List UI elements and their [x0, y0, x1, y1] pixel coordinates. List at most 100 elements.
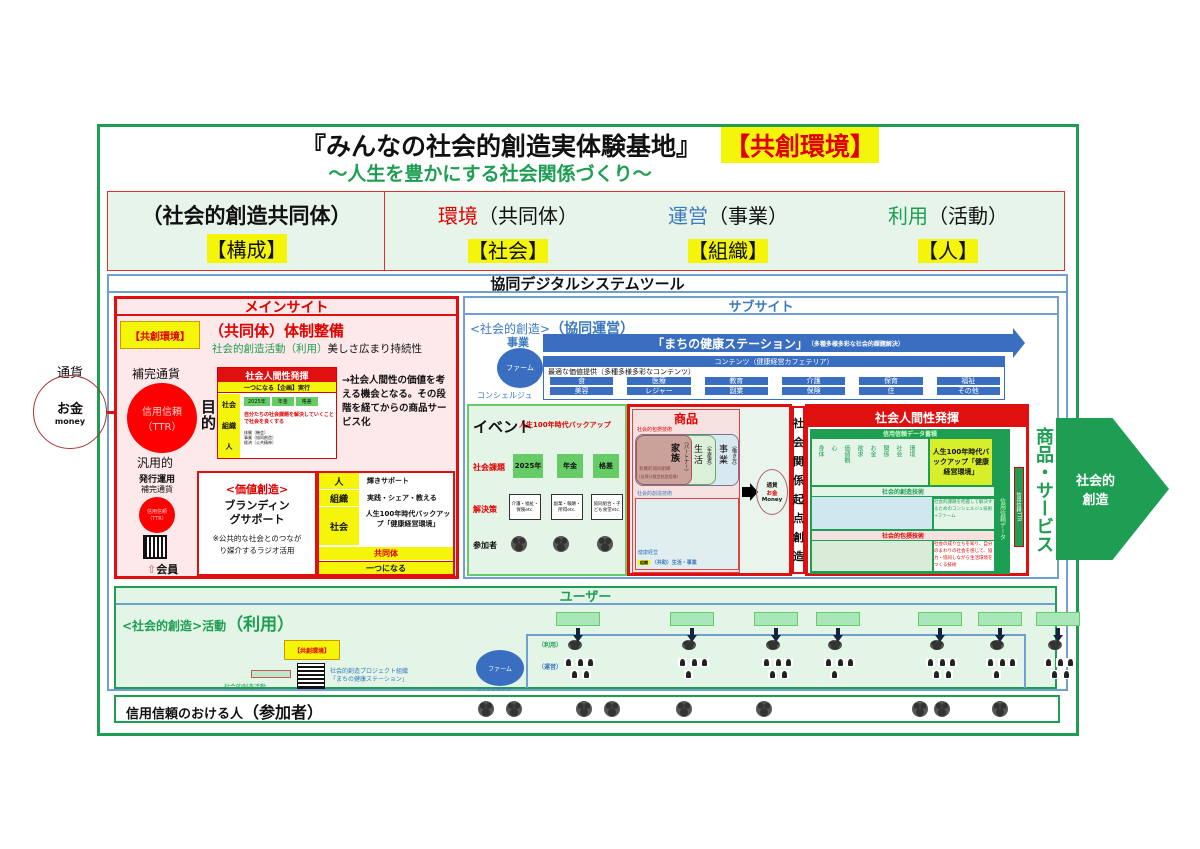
person-icon [846, 658, 855, 667]
issue-label: 発行運用 [139, 475, 176, 485]
life-label: 生活 [694, 445, 704, 466]
header-left: （社会的創造共同体） 【構成】 [108, 192, 385, 270]
value-row-key: 人 [319, 473, 359, 489]
person-icon [784, 658, 793, 667]
row-person: 人 [225, 442, 233, 451]
header-col-environment: 環境（共同体）【社会】 [408, 200, 608, 264]
family-inner: 有機的協同組織 (自律分散型創造組織) 家族 （パートナー） [636, 435, 692, 485]
concierge-label: コンシェルジュ [476, 687, 511, 693]
crowd-icon [478, 701, 494, 717]
person-icon [582, 670, 591, 679]
person-icon [926, 658, 935, 667]
issue-chip: 2025年 [513, 454, 543, 478]
contents-box: コンテンツ（健康経営カフェテリア） 最適な価値提供（多種多様多彩なコンテンツ） … [543, 356, 1005, 400]
content-chip: 住 [859, 387, 923, 395]
row-society: 社会 [222, 400, 236, 409]
header-left-sub: 【構成】 [206, 234, 287, 263]
col-word: 利用 [888, 204, 928, 228]
header-left-title: （社会的創造共同体） [141, 204, 352, 228]
mini-event-card [1036, 612, 1080, 626]
title-tag: 【共創環境】 [721, 127, 880, 163]
ttr-text2: （TTR） [147, 516, 167, 522]
col-word: 環境 [438, 204, 478, 228]
header-col-usage: 利用（活動）【人】 [848, 200, 1048, 264]
heading-a: <社会的創造>活動 [122, 619, 227, 633]
value-row-key: 組織 [319, 490, 359, 506]
solution-card: 協同組合・子ども食堂etc. [591, 494, 623, 520]
main-site-sub: 社会的創造活動（利用）美しさ広まり持続性 [212, 341, 422, 356]
crowd-icon [930, 640, 944, 650]
system-tool-label: 協同デジタルシステムツール [109, 275, 1066, 293]
value-brand: ブランディングサポート [224, 499, 290, 526]
content-chip: 福祉 [936, 377, 1000, 385]
col-paren: （活動） [928, 204, 1008, 228]
biz-label: 事業 [719, 445, 729, 466]
sub-green: 社会的創造活動（利用） [212, 343, 328, 355]
mini-event-card [816, 612, 860, 626]
family-label: 家族 [671, 444, 681, 464]
table-rows: 社会 組織 人 [218, 394, 240, 458]
person-icon [992, 670, 1001, 679]
participants-label: 参加者 [473, 541, 497, 550]
small-line: 経済（公共精神） [244, 440, 276, 445]
heading-b: （協同運営） [550, 321, 635, 337]
value-note: ※公共的な社会とのつながり媒介するラジオ活用 [212, 534, 302, 555]
contents-title: コンテンツ（健康経営カフェテリア） [544, 357, 1004, 367]
person-icon [684, 670, 693, 679]
right-outline-arrow-icon [251, 670, 291, 678]
crowd-icon [553, 536, 569, 552]
event-sub: 人生100年時代バックアップ [519, 421, 611, 429]
page-title: 『みんなの社会的創造実体験基地』 【共創環境】 [230, 127, 950, 163]
station-arrow: 「まちの健康ステーション」（多種多様多彩な社会的課題解決） [543, 334, 1013, 352]
qr-code-icon[interactable] [143, 535, 167, 559]
project-label: 社会的創造プロジェクト組織「まちの健康ステーション」 [330, 668, 408, 684]
header-row: （社会的創造共同体） 【構成】 環境（共同体）【社会】 運営（事業）【組織】 利… [107, 191, 1065, 271]
value-row-key: 社会 [319, 507, 359, 545]
page-subtitle: ～人生を豊かにする社会関係づくり～ [328, 162, 652, 185]
value-creation: <価値創造> ブランディングサポート ※公共的な社会とのつながり媒介するラジオ活… [197, 471, 317, 576]
person-icon [678, 658, 687, 667]
biz-workstyle-label: （働き方） [731, 443, 737, 468]
solution-card: 副業・報酬・所得etc. [551, 494, 583, 520]
product-inner: 商品 社会的包摂技術 有機的協同組織 (自律分散型創造組織) 家族 （パートナー… [632, 409, 740, 573]
tech-i-title: 社会的包摂技術 [812, 531, 994, 540]
tech1-label: 社会的包摂技術 [637, 427, 673, 433]
human-item: 身体 [817, 445, 824, 457]
side-ttr: 信用信頼TTR [1014, 467, 1024, 547]
issue-chip: 年金 [557, 454, 583, 478]
general-label: 汎用的 [137, 456, 174, 470]
user-label: ユーザー [116, 588, 1055, 605]
person-icon [1050, 670, 1059, 679]
org2-label: (自律分散型創造組織) [639, 474, 679, 479]
user-box: ユーザー <社会的創造>活動（利用） 【共創環境】 社会的創造活動 社会的創造プ… [114, 586, 1080, 693]
member-text: 会員 [156, 563, 179, 576]
human-title: 社会人間性発揮 [808, 407, 1026, 427]
operate-label: （運営） [538, 664, 563, 671]
table-red-text: 自分たちの社会課題を解決していくことで社会を良くする [244, 412, 334, 425]
ttr-text: 信用信頼 [142, 407, 182, 418]
business-label: 事業 [507, 336, 529, 349]
up-arrow-icon: ⇧ [147, 563, 157, 576]
contents-best: 最適な価値提供（多種多様多彩なコンテンツ） [548, 368, 695, 376]
content-chip: 介護 [781, 377, 846, 385]
ttr-circle-small: 信用信頼（TTR） [139, 497, 175, 533]
main-site: メインサイト 【共創環境】 （共同体）体制整備 社会的創造活動（利用）美しさ広ま… [114, 296, 459, 579]
person-icon [762, 658, 771, 667]
table-chips: 2025年 年金 格差 [244, 397, 318, 406]
org-label: 有機的協同組織 [639, 467, 671, 472]
activity-label: 社会的創造活動 [224, 684, 267, 691]
crowd-icon [604, 701, 620, 717]
ttr-text: 信用信頼 [146, 509, 167, 515]
crowd-icon [912, 701, 928, 717]
event-box: イベント 人生100年時代バックアップ 社会課題 解決策 参加者 2025年 年… [467, 404, 627, 576]
value-foot2: 一つになる [319, 561, 453, 574]
complement-currency: 補完通貨 [132, 367, 181, 381]
sub-site: サブサイト <社会的創造>（協同運営） 事業 ファーム コンシェルジュ 「まちの… [463, 296, 1059, 579]
crowd-icon [682, 640, 696, 650]
qr-code-icon[interactable] [297, 663, 325, 689]
content-chip: 美容 [550, 387, 614, 395]
crowd-icon [676, 701, 692, 717]
value-foot1: 共同体 [319, 547, 453, 560]
content-chip: レジャー [627, 387, 691, 395]
